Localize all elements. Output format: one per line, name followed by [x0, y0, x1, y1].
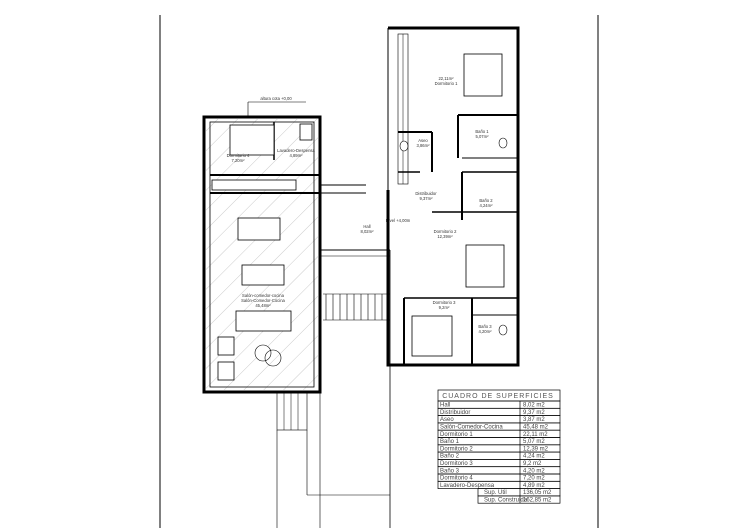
table-cell-room: Baño 3	[440, 468, 460, 474]
table-cell-room: Dormitorio 2	[440, 446, 473, 452]
table-cell-area: 22,11 m2	[523, 432, 548, 438]
table-cell-room: Hall	[440, 403, 450, 409]
table-cell-room: Baño 1	[440, 439, 460, 445]
table-cell-room: Lavadero-Despensa	[440, 483, 495, 489]
table-cell-room: Dormitorio 1	[440, 432, 473, 438]
table-cell-area: 9,2 m2	[523, 461, 542, 467]
label-bano1-area: 5,07m²	[475, 134, 489, 139]
entrance-area	[276, 184, 391, 528]
table-cell-room: Aseo	[440, 417, 454, 423]
label-bano3-area: 4,20m²	[478, 329, 492, 334]
table-cell-room: Dormitorio 3	[440, 461, 473, 467]
label-bano1: Baño 1	[475, 129, 489, 134]
table-cell-room: Baño 2	[440, 454, 460, 460]
table-cell-area: 12,39 m2	[523, 446, 549, 452]
label-dormitorio4-area: 7,20m²	[231, 158, 245, 163]
right-wing	[386, 26, 520, 367]
table-cell-area: 7,20 m2	[523, 476, 545, 482]
label-lavadero: Lavadero-Despensa	[277, 148, 315, 153]
label-salon-area: 45,48m²	[255, 303, 271, 308]
table-cell-room: Dormitorio 4	[440, 476, 473, 482]
table-total-label: Sup. Construida	[484, 498, 528, 504]
label-bano3: Baño 3	[478, 324, 492, 329]
label-dormitorio3: Dormitorio 3	[433, 300, 456, 305]
table-cell-area: 9,37 m2	[523, 410, 545, 416]
table-cell-room: Salón-Comedor-Cocina	[440, 425, 503, 431]
label-salon-sub: Salón-Comedor-Cocina	[241, 298, 285, 303]
label-elevation: altura cota +0,00	[260, 96, 292, 101]
table-cell-area: 8,02 m2	[523, 403, 545, 409]
table-total-label: Sup. Útil	[484, 489, 507, 496]
surface-table: CUADRO DE SUPERFICIES Hall 8,02 m2 Distrib…	[437, 389, 561, 504]
table-cell-area: 4,24 m2	[523, 454, 545, 460]
table-total-row	[477, 495, 561, 504]
label-dormitorio1: Dormitorio 1	[435, 81, 458, 86]
table-cell-area: 3,87 m2	[523, 417, 545, 423]
label-aseo: Aseo	[418, 138, 428, 143]
label-distribuidor-area: 9,37m²	[419, 196, 433, 201]
table-total-area: 162,85 m2	[523, 498, 552, 504]
label-lavadero-area: 4,89m²	[289, 153, 303, 158]
label-dormitorio2-area: 12,39m²	[437, 234, 453, 239]
table-cell-area: 4,20 m2	[523, 468, 545, 474]
label-bano2: Baño 2	[479, 198, 493, 203]
surface-table-title: CUADRO DE SUPERFICIES	[442, 393, 554, 400]
label-dormitorio2: Dormitorio 2	[434, 229, 457, 234]
label-bano2-area: 4,24m²	[479, 203, 493, 208]
table-cell-area: 5,07 m2	[523, 439, 545, 445]
label-dormitorio4: Dormitorio 4	[227, 153, 250, 158]
label-dormitorio1-area: 22,11m²	[438, 76, 454, 81]
table-header	[437, 389, 561, 402]
table-cell-room: Distribuidor	[440, 410, 470, 416]
label-salon: Salón-comedor-cocina	[242, 293, 285, 298]
label-dormitorio3-area: 9,2m²	[439, 305, 450, 310]
label-hall-level: Nivel +4,00m	[386, 218, 411, 223]
table-cell-area: 4,89 m2	[523, 483, 545, 489]
left-wing	[202, 101, 322, 394]
table-cell-area: 45,48 m2	[523, 425, 549, 431]
label-hall-area: 8,02m²	[360, 229, 374, 234]
label-aseo-area: 3,86m²	[416, 143, 430, 148]
label-distribuidor: Distribuidor	[415, 191, 437, 196]
table-total-area: 136,05 m2	[523, 490, 552, 496]
label-hall: Hall	[363, 224, 370, 229]
